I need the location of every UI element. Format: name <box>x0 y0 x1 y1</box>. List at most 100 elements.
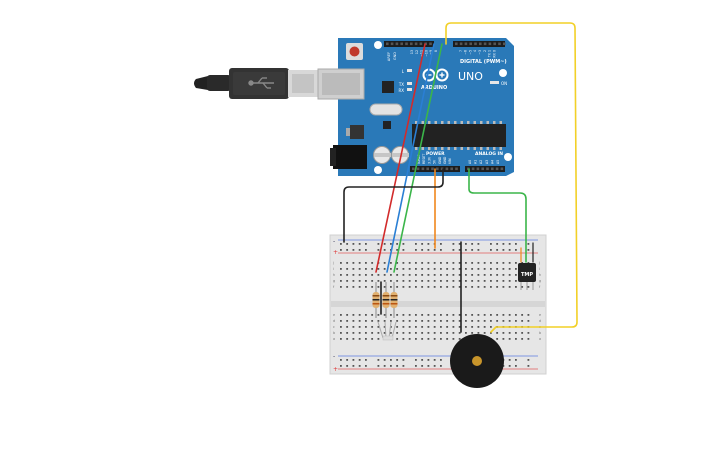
breadboard-hole[interactable] <box>415 365 417 367</box>
breadboard-hole[interactable] <box>458 274 461 276</box>
breadboard-hole[interactable] <box>383 243 386 245</box>
breadboard-hole[interactable] <box>440 243 442 245</box>
breadboard-hole[interactable] <box>433 326 436 328</box>
breadboard-hole[interactable] <box>433 249 436 251</box>
breadboard-hole[interactable] <box>346 332 349 334</box>
breadboard-hole[interactable] <box>346 326 349 328</box>
breadboard-hole[interactable] <box>371 326 374 328</box>
breadboard-hole[interactable] <box>477 274 480 276</box>
breadboard-hole[interactable] <box>452 243 455 245</box>
breadboard-hole[interactable] <box>352 338 355 340</box>
piezo-buzzer[interactable] <box>450 334 504 388</box>
breadboard-hole[interactable] <box>390 262 392 264</box>
breadboard-hole[interactable] <box>433 365 436 367</box>
analog-header[interactable] <box>465 166 505 172</box>
breadboard-hole[interactable] <box>483 326 486 328</box>
breadboard-hole[interactable] <box>427 320 430 322</box>
breadboard-hole[interactable] <box>352 365 355 367</box>
header-hole[interactable] <box>429 42 432 46</box>
breadboard-hole[interactable] <box>452 338 455 340</box>
breadboard-hole[interactable] <box>396 314 399 316</box>
breadboard-hole[interactable] <box>365 314 367 316</box>
breadboard-hole[interactable] <box>346 314 349 316</box>
breadboard-hole[interactable] <box>508 359 511 361</box>
header-hole[interactable] <box>431 167 434 171</box>
breadboard-hole[interactable] <box>440 249 442 251</box>
breadboard-hole[interactable] <box>390 320 392 322</box>
breadboard-hole[interactable] <box>358 332 361 334</box>
breadboard-hole[interactable] <box>527 359 530 361</box>
breadboard-hole[interactable] <box>508 314 511 316</box>
breadboard-hole[interactable] <box>427 274 430 276</box>
breadboard-hole[interactable] <box>365 243 367 245</box>
breadboard-hole[interactable] <box>415 243 417 245</box>
breadboard-hole[interactable] <box>396 243 399 245</box>
breadboard-hole[interactable] <box>502 338 505 340</box>
breadboard-hole[interactable] <box>415 274 417 276</box>
breadboard-hole[interactable] <box>352 332 355 334</box>
breadboard-hole[interactable] <box>446 326 449 328</box>
breadboard-hole[interactable] <box>515 314 517 316</box>
breadboard-hole[interactable] <box>477 314 480 316</box>
breadboard-hole[interactable] <box>427 332 430 334</box>
header-hole[interactable] <box>479 42 482 46</box>
header-hole[interactable] <box>488 42 492 46</box>
breadboard-hole[interactable] <box>365 286 367 288</box>
breadboard-hole[interactable] <box>515 320 517 322</box>
breadboard-hole[interactable] <box>465 286 467 288</box>
breadboard-hole[interactable] <box>458 314 461 316</box>
header-hole[interactable] <box>395 42 399 46</box>
wire-green-analog[interactable] <box>468 168 527 263</box>
breadboard-hole[interactable] <box>383 268 386 270</box>
breadboard-hole[interactable] <box>408 274 411 276</box>
breadboard-hole[interactable] <box>446 314 449 316</box>
breadboard-hole[interactable] <box>352 243 355 245</box>
header-hole[interactable] <box>386 42 389 46</box>
breadboard-hole[interactable] <box>346 268 349 270</box>
header-hole[interactable] <box>436 167 439 171</box>
breadboard-hole[interactable] <box>377 320 380 322</box>
breadboard-hole[interactable] <box>508 332 511 334</box>
breadboard-hole[interactable] <box>396 286 399 288</box>
breadboard-hole[interactable] <box>502 274 505 276</box>
breadboard-hole[interactable] <box>377 268 380 270</box>
breadboard-hole[interactable] <box>496 314 499 316</box>
header-hole[interactable] <box>476 167 480 171</box>
breadboard-hole[interactable] <box>346 359 349 361</box>
breadboard-hole[interactable] <box>490 274 492 276</box>
breadboard-hole[interactable] <box>515 365 517 367</box>
breadboard-hole[interactable] <box>458 326 461 328</box>
breadboard-hole[interactable] <box>402 338 405 340</box>
breadboard-hole[interactable] <box>402 243 405 245</box>
breadboard-hole[interactable] <box>358 274 361 276</box>
header-hole[interactable] <box>469 42 472 46</box>
breadboard-hole[interactable] <box>377 280 380 282</box>
breadboard-hole[interactable] <box>352 262 355 264</box>
header-hole[interactable] <box>455 167 458 171</box>
breadboard-hole[interactable] <box>496 286 499 288</box>
breadboard-hole[interactable] <box>421 249 424 251</box>
breadboard-hole[interactable] <box>377 365 380 367</box>
breadboard-hole[interactable] <box>446 262 449 264</box>
breadboard-hole[interactable] <box>440 332 442 334</box>
header-hole[interactable] <box>498 42 501 46</box>
breadboard-hole[interactable] <box>421 359 424 361</box>
breadboard-hole[interactable] <box>508 274 511 276</box>
breadboard-hole[interactable] <box>440 286 442 288</box>
breadboard-hole[interactable] <box>421 286 424 288</box>
breadboard-hole[interactable] <box>415 249 417 251</box>
breadboard-hole[interactable] <box>383 314 386 316</box>
breadboard-hole[interactable] <box>390 314 392 316</box>
breadboard-hole[interactable] <box>352 314 355 316</box>
breadboard-hole[interactable] <box>340 320 342 322</box>
breadboard-hole[interactable] <box>433 286 436 288</box>
breadboard-hole[interactable] <box>371 268 374 270</box>
breadboard-hole[interactable] <box>527 286 530 288</box>
breadboard-hole[interactable] <box>383 286 386 288</box>
breadboard-hole[interactable] <box>415 286 417 288</box>
breadboard-hole[interactable] <box>408 338 411 340</box>
header-hole[interactable] <box>483 42 487 46</box>
breadboard-hole[interactable] <box>477 249 480 251</box>
breadboard-hole[interactable] <box>502 249 505 251</box>
header-hole[interactable] <box>410 42 413 46</box>
